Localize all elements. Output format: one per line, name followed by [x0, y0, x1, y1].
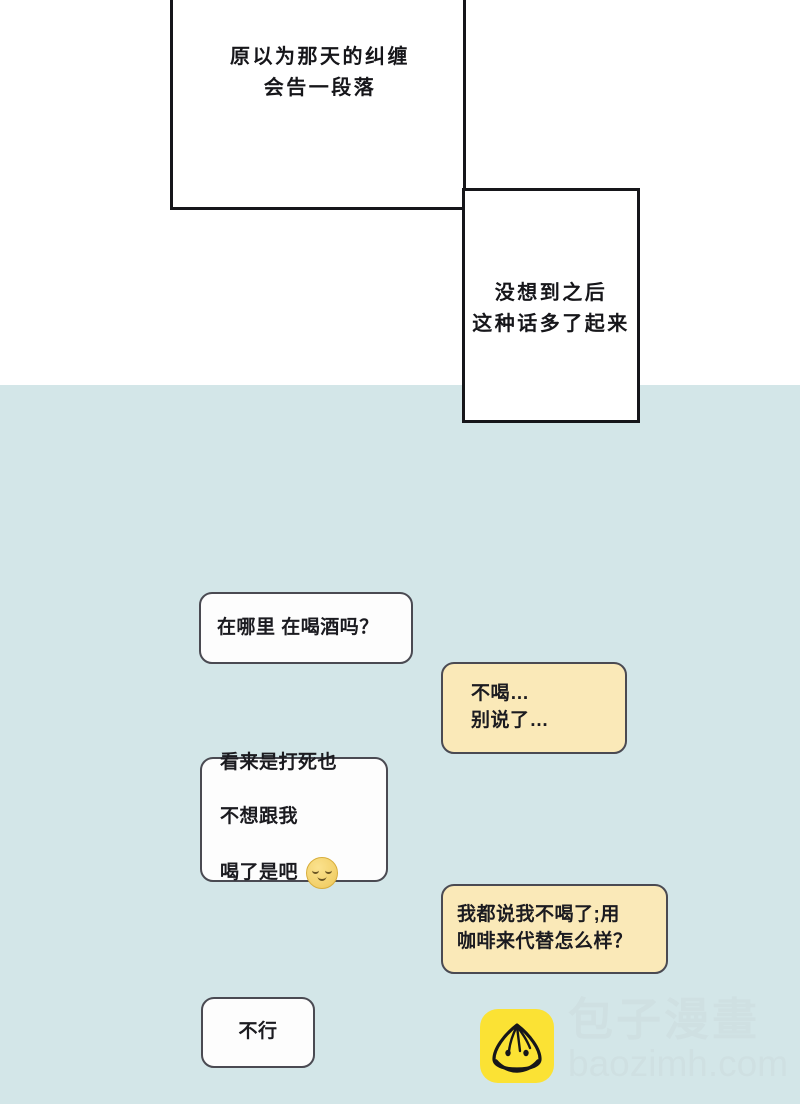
chat-bubble-message-5[interactable]: 不行 — [201, 997, 315, 1068]
site-watermark: 包子漫畫 baozimh.com — [480, 994, 800, 1098]
comic-panel-top — [170, 0, 466, 210]
emoji-left-eye — [312, 868, 320, 875]
emoji-mouth — [317, 875, 327, 882]
chat-bubble-text: 我都说我不喝了;用 咖啡来代替怎么样？ — [457, 904, 633, 952]
chat-bubble-message-1[interactable]: 在哪里 在喝酒吗？ — [199, 592, 413, 664]
chat-bubble-text: 在哪里 在喝酒吗？ — [217, 616, 379, 638]
emoji-right-eye — [325, 868, 333, 875]
narration-text-top: 原以为那天的纠缠 会告一段落 — [230, 46, 410, 99]
watermark-site-url: baozimh.com — [568, 1043, 789, 1085]
watermark-site-name: 包子漫畫 — [568, 994, 761, 1045]
chat-bubble-text: 不行 — [238, 1021, 278, 1043]
chat-bubble-message-4[interactable]: 我都说我不喝了;用 咖啡来代替怎么样？ — [441, 884, 668, 974]
chat-bubble-line-with-emoji: 喝了是吧 — [220, 857, 374, 890]
chat-bubble-line: 看来是打死也 — [220, 751, 338, 773]
baozi-bun-icon — [480, 1009, 554, 1083]
narration-text-second: 没想到之后 这种话多了起来 — [472, 282, 630, 335]
chat-bubble-message-2[interactable]: 不喝… 别说了… — [441, 662, 627, 754]
watermark-text-block: 包子漫畫 baozimh.com — [568, 996, 800, 1084]
chat-bubble-message-3[interactable]: 看来是打死也 不想跟我 喝了是吧 — [200, 752, 388, 890]
chat-bubble-line: 喝了是吧 — [220, 861, 299, 883]
relieved-face-emoji — [306, 857, 339, 890]
chat-bubble-text-block: 看来是打死也 不想跟我 喝了是吧 — [220, 723, 374, 917]
chat-teal-background — [0, 385, 800, 1104]
chat-bubble-text: 不喝… 别说了… — [471, 683, 550, 731]
comic-panel-second — [462, 188, 640, 423]
chat-bubble-line: 不想跟我 — [220, 805, 299, 827]
